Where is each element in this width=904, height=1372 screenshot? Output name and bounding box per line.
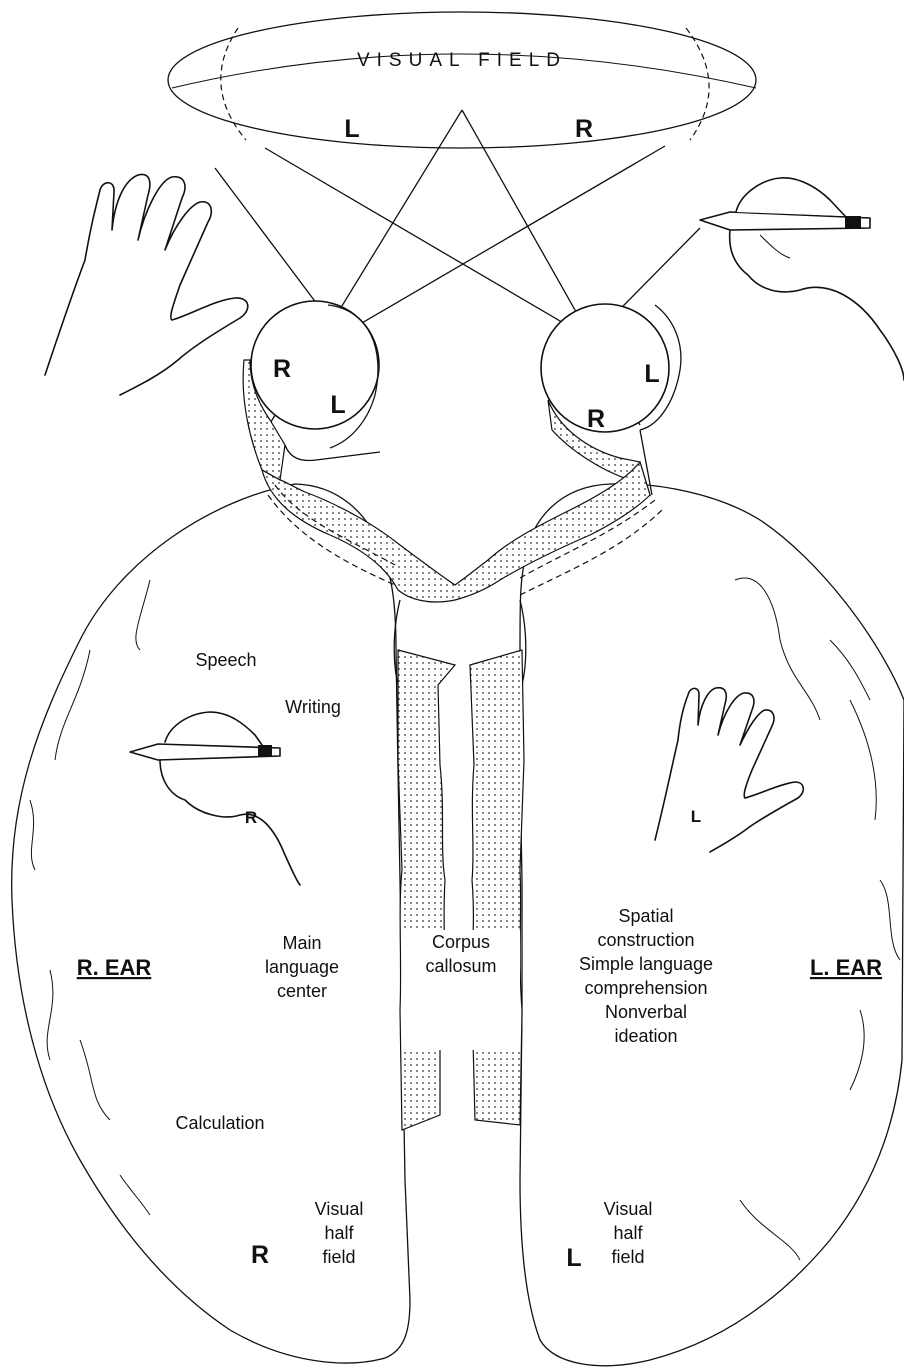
pencil-eraser-band-2 <box>258 745 272 757</box>
open-hand-top-left <box>45 174 248 395</box>
left-function-line-2: construction <box>597 930 694 950</box>
left-function-line-6: ideation <box>614 1026 677 1046</box>
right-eye-l-label: L <box>644 360 659 388</box>
writing-label: Writing <box>285 697 341 717</box>
left-hand-label: L <box>691 807 701 826</box>
left-visual-half-field-line-3: field <box>611 1247 644 1267</box>
optic-pathways <box>262 462 662 602</box>
right-eye-r-label: R <box>587 405 605 433</box>
gyri-lines <box>30 580 900 1260</box>
visual-field-right-label: R <box>575 115 593 143</box>
main-language-line-3: center <box>277 981 327 1001</box>
speech-label: Speech <box>195 650 256 670</box>
left-visual-half-field-line-2: half <box>613 1223 643 1243</box>
left-visual-half-letter: L <box>566 1244 581 1272</box>
open-hand-left-brain <box>655 688 803 852</box>
calculation-label: Calculation <box>175 1113 264 1133</box>
left-eye-r-label: R <box>273 355 291 383</box>
left-ear-label: L. EAR <box>810 955 882 980</box>
visual-field-title: VISUAL FIELD <box>357 50 567 71</box>
left-function-line-3: Simple language <box>579 954 713 974</box>
visual-field-left-label: L <box>344 115 359 143</box>
main-language-line-2: language <box>265 957 339 977</box>
corpus-callosum-line-1: Corpus <box>432 932 490 952</box>
hand-with-pencil-right-brain <box>130 712 300 885</box>
corpus-callosum-bands <box>398 650 524 1130</box>
left-function-line-4: comprehension <box>584 978 707 998</box>
left-function-line-1: Spatial <box>618 906 673 926</box>
left-hemisphere-outline <box>520 484 904 1366</box>
left-visual-half-field-line-1: Visual <box>604 1199 653 1219</box>
corpus-callosum-line-2: callosum <box>425 956 496 976</box>
left-eye-l-label: L <box>330 391 345 419</box>
right-visual-half-letter: R <box>251 1241 269 1269</box>
right-hand-label: R <box>245 808 257 827</box>
left-eye <box>243 301 380 480</box>
visual-field <box>168 12 756 148</box>
right-visual-half-field-line-3: field <box>322 1247 355 1267</box>
right-eye <box>541 304 681 495</box>
right-ear-label: R. EAR <box>77 955 152 980</box>
main-language-line-1: Main <box>282 933 321 953</box>
right-visual-half-field-line-1: Visual <box>315 1199 364 1219</box>
right-visual-half-field-line-2: half <box>324 1223 354 1243</box>
left-function-line-5: Nonverbal <box>605 1002 687 1022</box>
hand-with-pencil-top-right <box>700 178 904 380</box>
pencil-eraser-band <box>845 216 861 229</box>
